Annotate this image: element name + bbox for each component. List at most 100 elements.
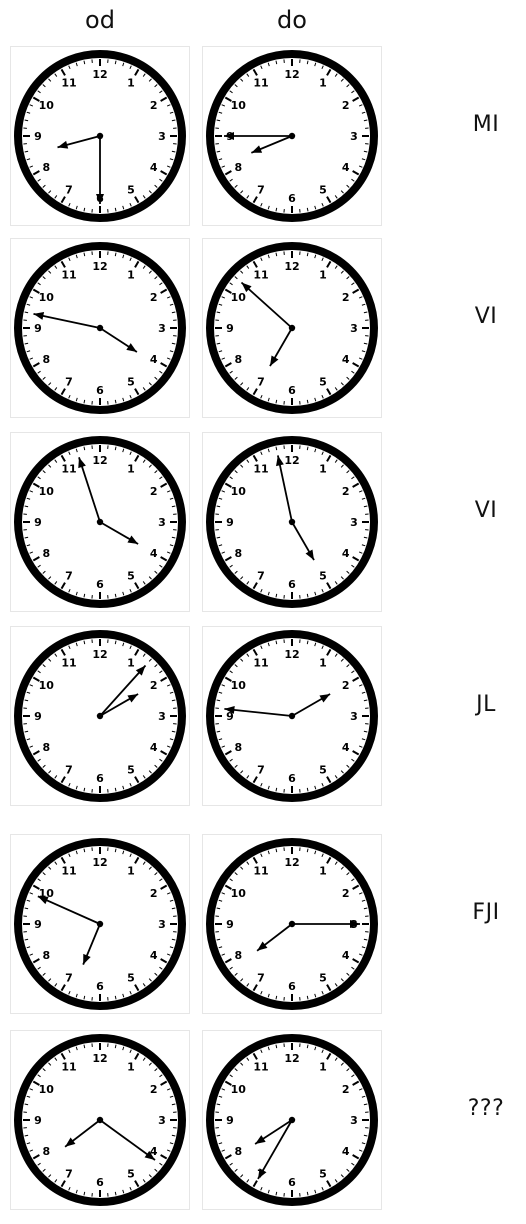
clock-numeral: 1	[127, 462, 135, 475]
clock-numeral: 8	[234, 161, 242, 174]
clock-numeral: 6	[288, 772, 296, 785]
clock-numeral: 8	[42, 161, 50, 174]
clock-numeral: 7	[65, 1168, 73, 1181]
clock-numeral: 6	[96, 1176, 104, 1189]
row-code: ???	[446, 1096, 526, 1121]
clock-numeral: 7	[65, 570, 73, 583]
clock-numeral: 8	[42, 741, 50, 754]
clock-numeral: 6	[96, 384, 104, 397]
clock-numeral: 4	[342, 1145, 350, 1158]
clock-center-pin	[289, 519, 295, 525]
clock-numeral: 10	[39, 99, 55, 112]
clock-numeral: 12	[284, 68, 299, 81]
clock-numeral: 4	[342, 161, 350, 174]
clock-numeral: 6	[288, 1176, 296, 1189]
clock-center-pin	[97, 133, 103, 139]
clock-numeral: 7	[65, 184, 73, 197]
clock-numeral: 10	[231, 679, 247, 692]
clock-numeral: 3	[350, 516, 358, 529]
clock-numeral: 12	[284, 260, 299, 273]
clock-numeral: 8	[234, 949, 242, 962]
clock-numeral: 2	[150, 679, 158, 692]
clock-numeral: 12	[92, 454, 107, 467]
clock-numeral: 6	[288, 980, 296, 993]
clock-numeral: 4	[150, 161, 158, 174]
puzzle-row: 121234567891011121234567891011FJI	[0, 834, 526, 1028]
clock-numeral: 2	[342, 291, 350, 304]
clock-numeral: 5	[319, 570, 327, 583]
clock-numeral: 4	[342, 353, 350, 366]
clock-numeral: 4	[342, 741, 350, 754]
clock-numeral: 9	[226, 1114, 234, 1127]
clock-numeral: 1	[319, 462, 327, 475]
clock-numeral: 12	[92, 68, 107, 81]
clock-numeral: 11	[253, 462, 268, 475]
clock-numeral: 10	[39, 679, 55, 692]
clock-numeral: 11	[61, 656, 76, 669]
clock-numeral: 11	[253, 864, 268, 877]
clock-numeral: 4	[150, 741, 158, 754]
clock-numeral: 2	[342, 99, 350, 112]
clock-numeral: 6	[288, 578, 296, 591]
clock-numeral: 4	[150, 353, 158, 366]
clock-numeral: 1	[319, 76, 327, 89]
clock-numeral: 1	[127, 1060, 135, 1073]
clock-numeral: 5	[319, 1168, 327, 1181]
clock-numeral: 2	[342, 485, 350, 498]
clock-numeral: 10	[39, 485, 55, 498]
clock-numeral: 5	[127, 1168, 135, 1181]
clock-numeral: 8	[234, 353, 242, 366]
clock-numeral: 3	[350, 322, 358, 335]
clock-numeral: 6	[288, 384, 296, 397]
clock-numeral: 8	[42, 353, 50, 366]
column-header-to: do	[252, 6, 332, 34]
row-code: JL	[446, 692, 526, 717]
clock-numeral: 8	[234, 1145, 242, 1158]
clock-numeral: 12	[92, 260, 107, 273]
clock-numeral: 5	[127, 972, 135, 985]
clock-numeral: 10	[231, 1083, 247, 1096]
clock-numeral: 6	[288, 192, 296, 205]
clock-numeral: 1	[127, 268, 135, 281]
clock-numeral: 11	[61, 268, 76, 281]
clock-numeral: 9	[34, 1114, 42, 1127]
clock-numeral: 11	[253, 76, 268, 89]
clock-numeral: 11	[253, 656, 268, 669]
clock-numeral: 11	[253, 1060, 268, 1073]
clock-numeral: 9	[226, 322, 234, 335]
clock-numeral: 7	[65, 972, 73, 985]
row-code: VI	[446, 498, 526, 523]
clock-numeral: 9	[34, 322, 42, 335]
clock-numeral: 3	[158, 1114, 166, 1127]
clock-numeral: 2	[150, 99, 158, 112]
clock-numeral: 11	[253, 268, 268, 281]
clock-numeral: 10	[39, 291, 55, 304]
clock-center-pin	[97, 921, 103, 927]
clock-numeral: 9	[226, 918, 234, 931]
clock-numeral: 12	[92, 648, 107, 661]
clock-numeral: 8	[42, 949, 50, 962]
clock-numeral: 7	[257, 184, 265, 197]
clock-numeral: 2	[342, 887, 350, 900]
clock-numeral: 11	[61, 864, 76, 877]
column-header-from: od	[60, 6, 140, 34]
clock-numeral: 10	[231, 485, 247, 498]
